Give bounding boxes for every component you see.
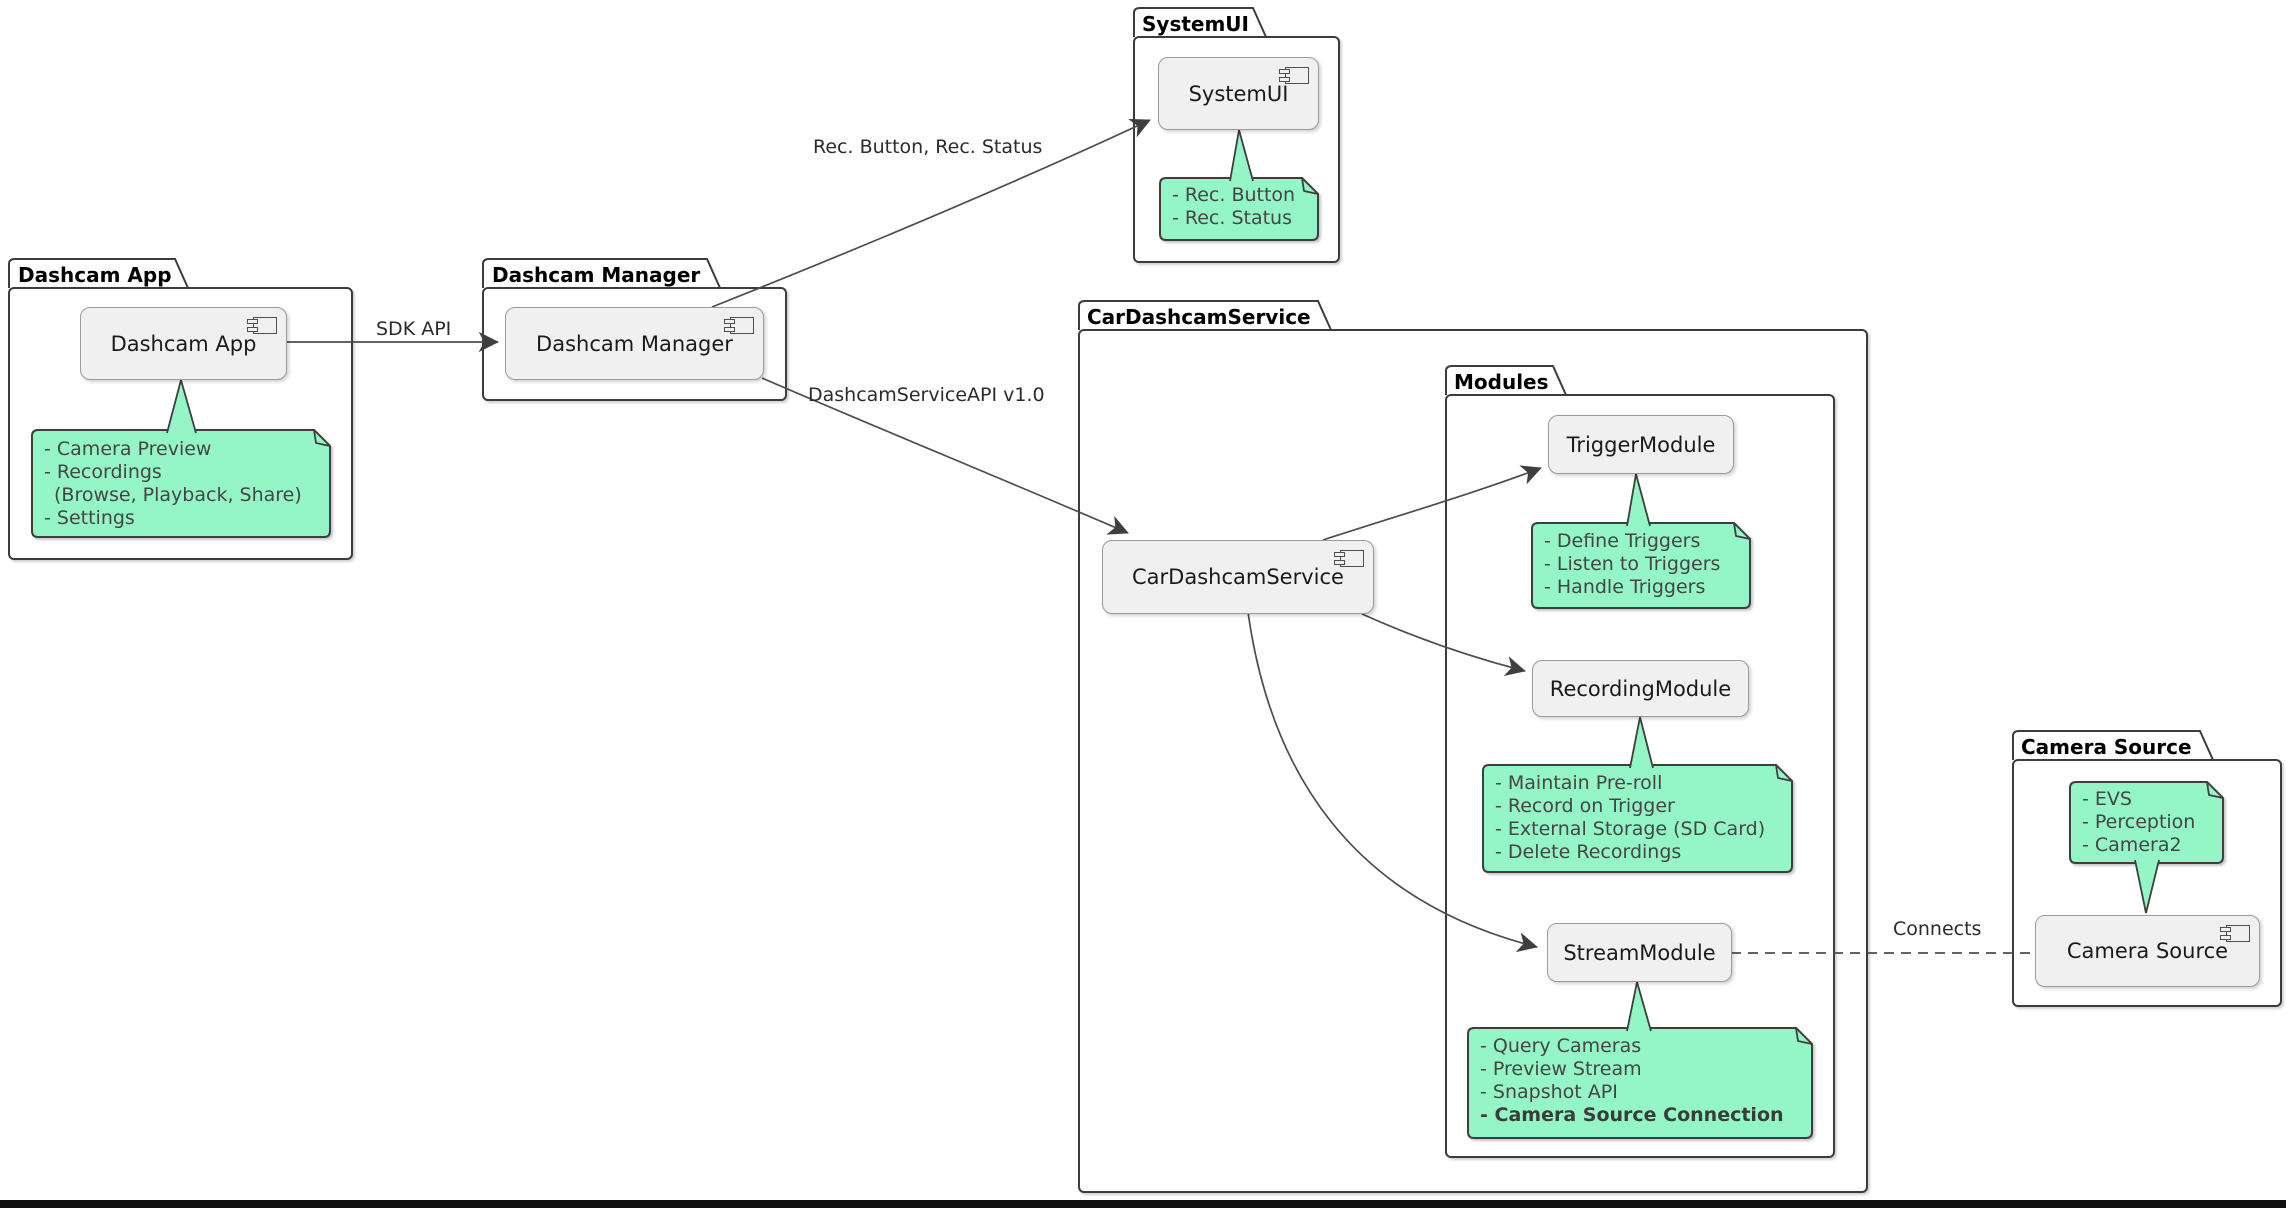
note-line: - External Storage (SD Card) (1495, 818, 1766, 840)
note-line: - Rec. Status (1172, 207, 1293, 229)
note-line: - Settings (44, 507, 135, 529)
component-label: SystemUI (1188, 81, 1289, 106)
note-line: - Rec. Button (1172, 184, 1296, 206)
note-dashcam-app (31, 376, 331, 538)
edge-dashcam-service-api (761, 377, 1129, 535)
component-label: TriggerModule (1566, 432, 1716, 457)
edge-rec-button-status (711, 118, 1151, 308)
note-line: - Define Triggers (1544, 530, 1701, 552)
note-line: - Query Cameras (1480, 1035, 1642, 1057)
note-recording-module (1482, 716, 1793, 873)
note-systemui (1159, 129, 1319, 241)
edge-to-recording-module (1361, 613, 1526, 677)
note-line: - Camera Preview (44, 438, 212, 460)
note-text-recording-module: - Maintain Pre-roll - Record on Trigger … (1495, 772, 1765, 864)
package-title-dashcam-app: Dashcam App (18, 263, 172, 287)
note-trigger-module (1531, 473, 1751, 609)
note-line: - Perception (2082, 811, 2196, 833)
note-text-dashcam-app: - Camera Preview - Recordings (Browse, P… (44, 438, 302, 530)
component-label: Dashcam App (110, 331, 257, 356)
component-dashcam-app: Dashcam App (80, 307, 287, 380)
package-title-dashcam-manager: Dashcam Manager (492, 263, 701, 287)
edge-to-trigger-module (1322, 465, 1542, 541)
component-label: StreamModule (1563, 940, 1716, 965)
component-dashcam-manager: Dashcam Manager (505, 307, 764, 380)
note-line: - Delete Recordings (1495, 841, 1682, 863)
edge-label-dashcam-service-api: DashcamServiceAPI v1.0 (808, 384, 1045, 406)
component-icon (1334, 550, 1364, 567)
note-text-trigger-module: - Define Triggers - Listen to Triggers -… (1544, 530, 1720, 599)
component-label: RecordingModule (1549, 676, 1732, 701)
note-line: - Camera Source Connection (1480, 1104, 1784, 1126)
note-camera-source (2069, 781, 2224, 914)
component-icon (247, 317, 277, 334)
note-stream-module (1467, 981, 1813, 1139)
package-title-cardashcamservice: CarDashcamService (1087, 305, 1311, 329)
note-line: (Browse, Playback, Share) (54, 484, 302, 506)
bottom-bar (0, 1200, 2286, 1208)
edge-label-sdk-api: SDK API (376, 318, 452, 340)
note-line: - Snapshot API (1480, 1081, 1618, 1103)
note-line: - EVS (2082, 788, 2132, 810)
note-text-camera-source: - EVS - Perception - Camera2 (2082, 788, 2195, 857)
package-title-systemui: SystemUI (1142, 12, 1249, 36)
component-trigger-module: TriggerModule (1548, 415, 1734, 474)
component-camera-source: Camera Source (2035, 915, 2260, 987)
component-icon (2220, 925, 2250, 942)
edge-label-rec-button-status: Rec. Button, Rec. Status (813, 136, 1043, 158)
note-line: - Handle Triggers (1544, 576, 1706, 598)
edge-to-stream-module (1247, 611, 1538, 953)
package-title-camera-source: Camera Source (2021, 735, 2192, 759)
component-icon (1279, 67, 1309, 84)
note-line: - Recordings (44, 461, 162, 483)
component-recording-module: RecordingModule (1532, 660, 1749, 717)
component-label: Camera Source (2066, 939, 2229, 963)
package-title-modules: Modules (1454, 370, 1549, 394)
note-line: - Maintain Pre-roll (1495, 772, 1663, 794)
component-cardashcamservice: CarDashcamService (1102, 540, 1374, 614)
edge-label-connects: Connects (1893, 918, 1982, 940)
note-text-stream-module: - Query Cameras - Preview Stream - Snaps… (1480, 1035, 1784, 1127)
note-line: - Preview Stream (1480, 1058, 1642, 1080)
component-label: Dashcam Manager (536, 331, 733, 356)
component-stream-module: StreamModule (1547, 923, 1732, 982)
note-line: - Listen to Triggers (1544, 553, 1721, 575)
note-line: - Record on Trigger (1495, 795, 1675, 817)
component-icon (724, 317, 754, 334)
component-label: CarDashcamService (1132, 565, 1344, 589)
note-text-systemui: - Rec. Button - Rec. Status (1172, 184, 1295, 230)
note-line: - Camera2 (2082, 834, 2182, 856)
component-systemui: SystemUI (1158, 57, 1319, 130)
